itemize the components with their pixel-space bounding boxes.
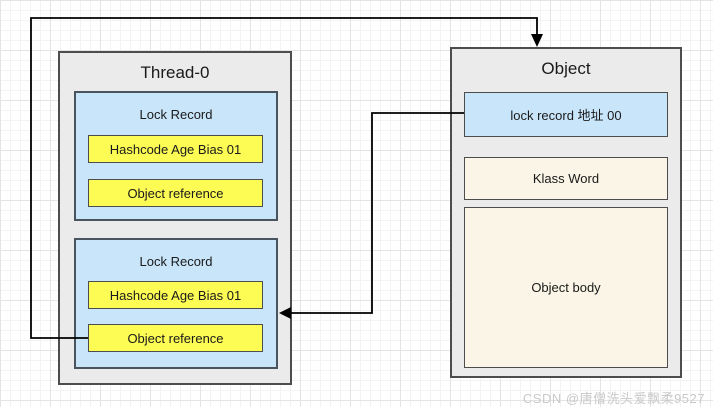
lock-record-2-object-reference: Object reference: [88, 324, 263, 352]
lock-record-1-object-reference: Object reference: [88, 179, 263, 207]
object-title: Object: [541, 59, 591, 78]
lock-record-2: Lock Record Hashcode Age Bias 01 Object …: [74, 238, 278, 369]
lock-record-2-title: Lock Record: [139, 254, 213, 269]
lock-record-1-title: Lock Record: [139, 107, 213, 122]
arrowhead-down-icon: [531, 34, 543, 47]
thread-node: Thread-0 Lock Record Hashcode Age Bias 0…: [58, 51, 292, 385]
object-mark-word: lock record 地址 00: [464, 92, 668, 137]
arrow-mark-word-to-lock-record: [279, 112, 464, 319]
object-node: Object lock record 地址 00 Klass Word Obje…: [450, 47, 682, 378]
lock-record-2-mark-word: Hashcode Age Bias 01: [88, 281, 263, 309]
object-klass-word: Klass Word: [464, 157, 668, 200]
object-body: Object body: [464, 207, 668, 368]
thread-title: Thread-0: [140, 63, 210, 82]
watermark-text: CSDN @唐僧洗头爱飘柔9527: [522, 391, 705, 406]
lock-record-1-mark-word: Hashcode Age Bias 01: [88, 135, 263, 163]
lock-record-1: Lock Record Hashcode Age Bias 01 Object …: [74, 91, 278, 221]
